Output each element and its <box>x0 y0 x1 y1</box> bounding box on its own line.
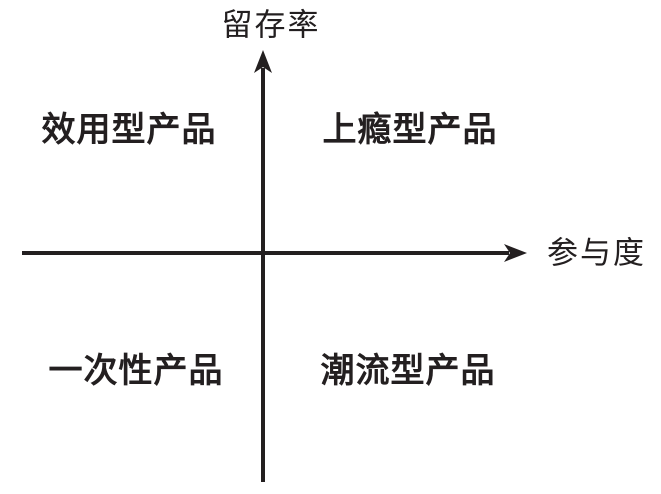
y-axis-arrowhead-icon <box>254 50 272 73</box>
quadrant-label-bottom-left: 一次性产品 <box>48 352 224 390</box>
x-axis-arrowhead-icon <box>504 244 527 262</box>
quadrant-label-top-right: 上瘾型产品 <box>322 111 498 149</box>
y-axis-label: 留存率 <box>221 7 321 43</box>
x-axis-label: 参与度 <box>547 235 646 271</box>
quadrant-label-top-left: 效用型产品 <box>41 111 217 149</box>
quadrant-label-bottom-right: 潮流型产品 <box>320 352 496 390</box>
